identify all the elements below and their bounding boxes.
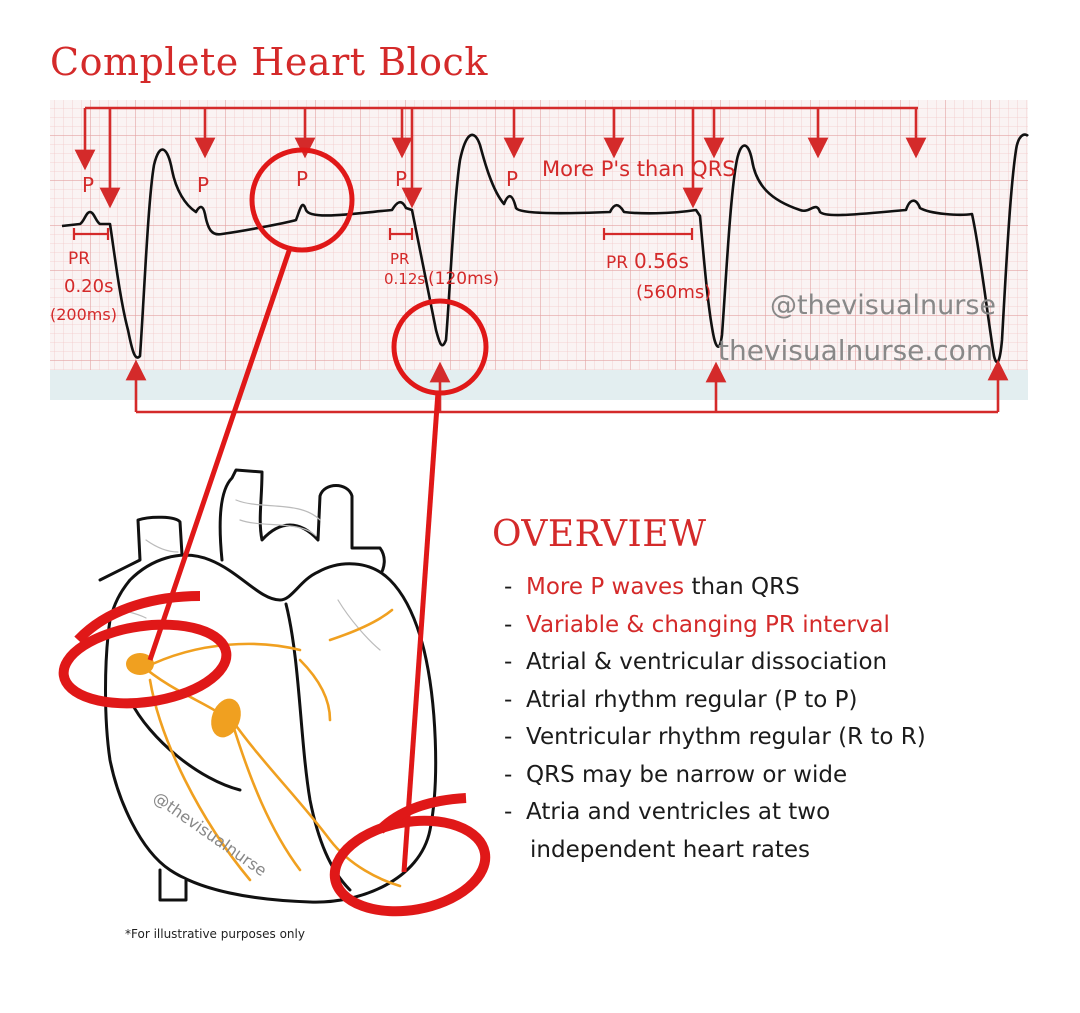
item-text: Atria and ventricles at two: [526, 799, 831, 825]
footnote: *For illustrative purposes only: [125, 927, 305, 941]
p-wave-label: P: [395, 167, 407, 191]
list-item: Atrial rhythm regular (P to P): [504, 682, 1062, 720]
highlight-text: Variable & changing PR interval: [526, 611, 890, 638]
pr-seconds: 0.56s: [634, 249, 689, 273]
ecg-grid: [50, 100, 1028, 370]
ecg-trace: [61, 133, 1029, 364]
highlight-text: More P waves: [526, 574, 685, 600]
p-wave-label: P: [296, 167, 308, 191]
ecg-watermark-url: thevisualnurse.com: [718, 334, 993, 367]
inner-wall: [128, 698, 242, 792]
p-wave-label: P: [506, 167, 518, 191]
p-wave-label: P: [82, 173, 94, 197]
more-p-label: More P's than QRS: [542, 157, 736, 181]
heart-outline: [104, 553, 438, 904]
sa-node: [126, 653, 154, 675]
pr-seconds: 0.12s: [384, 270, 425, 288]
pr-label: PR: [390, 250, 409, 268]
list-item: Variable & changing PR interval: [504, 607, 1062, 645]
list-item: Ventricular rhythm regular (R to R): [504, 719, 1062, 757]
item-text-continued: independent heart rates: [530, 836, 811, 863]
pr-interval-markers: [72, 228, 694, 240]
pr-label: PR: [68, 249, 90, 269]
callout-p-wave-circle: [249, 147, 355, 253]
inferior-vena-cava: [158, 868, 188, 902]
overview-list: More P waves than QRS Variable & changin…: [492, 569, 1062, 869]
list-item: Atrial & ventricular dissociation: [504, 644, 1062, 682]
list-item: More P waves than QRS: [504, 569, 1062, 607]
page-title: Complete Heart Block: [50, 40, 488, 84]
ventricle-ring: [329, 815, 491, 917]
sa-node-ring: [58, 619, 232, 709]
pr-ms: (560ms): [636, 282, 711, 303]
list-item: Atria and ventricles at two independent h…: [504, 794, 1062, 869]
item-text: Ventricular rhythm regular (R to R): [526, 724, 926, 750]
overview-panel: OVERVIEW More P waves than QRS Variable …: [492, 514, 1062, 869]
ecg-strip-border: [50, 370, 1028, 400]
pr-seconds: 0.20s: [64, 276, 113, 297]
callouts: [58, 147, 491, 917]
item-text: QRS may be narrow or wide: [526, 761, 848, 788]
r-wave-arrows: [125, 359, 1009, 414]
ecg-watermark-handle: @thevisualnurse: [770, 290, 996, 321]
pr-ms: (200ms): [50, 305, 117, 324]
item-text: than QRS: [684, 574, 800, 600]
callout-line-ventricle: [401, 391, 441, 873]
overview-heading: OVERVIEW: [492, 514, 707, 555]
ecg-strip: P P P P P More P's than QRS: [50, 100, 1029, 414]
p-wave-arrows: [74, 106, 927, 209]
pr-ms: (120ms): [428, 269, 499, 289]
septum: [284, 602, 352, 892]
av-node: [211, 698, 241, 738]
p-wave-label: P: [197, 173, 209, 197]
list-item: QRS may be narrow or wide: [504, 757, 1062, 795]
item-text: Atrial & ventricular dissociation: [526, 649, 888, 675]
pr-label: PR: [606, 253, 628, 273]
ventricle-ring-tail: [376, 793, 467, 834]
item-text: Atrial rhythm regular (P to P): [526, 686, 858, 713]
heart-illustration: [98, 468, 438, 904]
sa-node-ring-tail: [74, 591, 201, 644]
callout-line-sa: [147, 247, 293, 661]
